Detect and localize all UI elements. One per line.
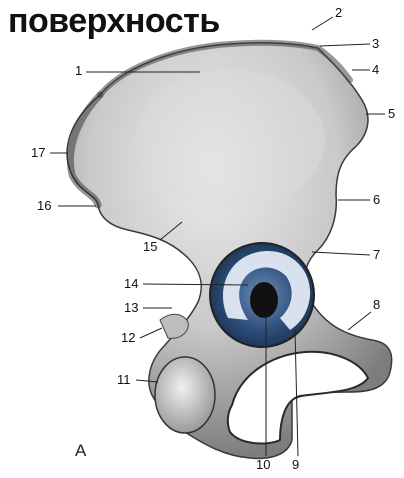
label-2: 2 [335,6,342,20]
leader-8 [348,312,371,330]
leader-12 [140,328,162,338]
label-8: 8 [373,298,380,312]
ischial-tuberosity [155,357,215,433]
label-16: 16 [37,199,51,213]
label-11: 11 [117,373,131,387]
iliac-fossa-shade [135,70,325,210]
label-5: 5 [388,107,395,121]
panel-letter: А [75,441,86,461]
label-15: 15 [143,240,157,254]
label-3: 3 [372,37,379,51]
leader-7 [312,252,370,255]
label-13: 13 [124,301,138,315]
label-12: 12 [121,331,135,345]
label-10: 10 [256,458,270,472]
label-14: 14 [124,277,138,291]
label-6: 6 [373,193,380,207]
label-4: 4 [372,63,379,77]
label-7: 7 [373,248,380,262]
leader-3 [320,44,370,46]
page-title: поверхность [8,2,220,40]
label-9: 9 [292,458,299,472]
leader-2 [312,17,333,30]
label-17: 17 [31,146,45,160]
label-1: 1 [75,64,82,78]
acetabular-fossa [250,282,278,318]
